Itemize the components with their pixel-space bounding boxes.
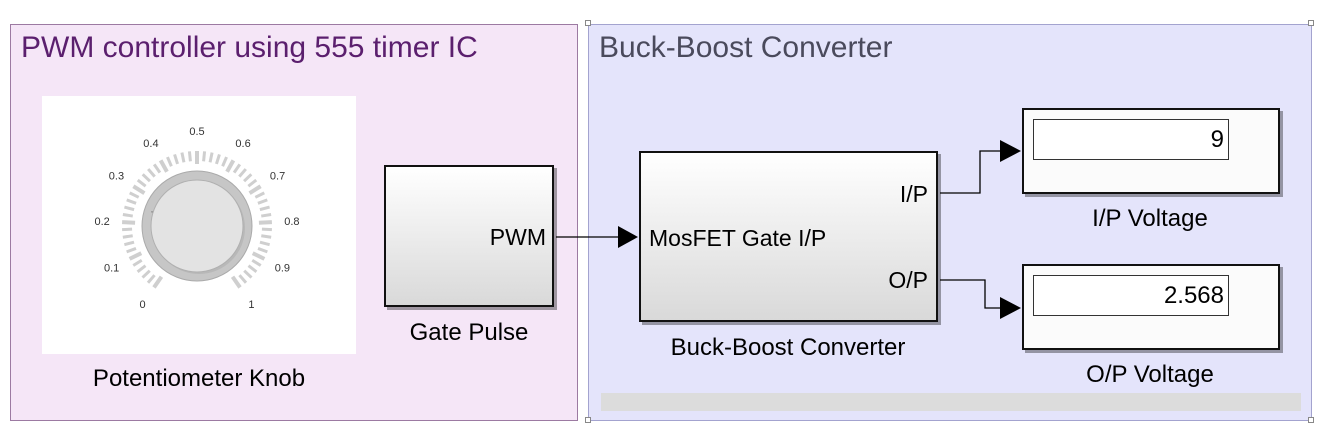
- knob-tick: [136, 264, 147, 273]
- buck-boost-converter-block[interactable]: MosFET Gate I/P I/P O/P: [639, 151, 938, 322]
- pwm-area-title: PWM controller using 555 timer IC: [21, 31, 478, 64]
- knob-tick: [208, 152, 214, 163]
- knob-tick: [126, 198, 137, 205]
- knob-tick: [251, 251, 266, 261]
- knob-tick: [180, 152, 186, 163]
- buck-area-title: Buck-Boost Converter: [599, 31, 893, 64]
- knob-tick: [136, 178, 147, 188]
- knob-tick: [173, 153, 179, 165]
- knob-tick: [254, 191, 265, 199]
- knob-tick: [259, 240, 271, 247]
- knob-tick: [187, 151, 192, 162]
- knob-tick: [158, 159, 169, 173]
- knob-tick: [258, 220, 273, 225]
- knob-tick-label: 0.9: [275, 263, 290, 275]
- op-voltage-display-block[interactable]: 2.568: [1022, 264, 1280, 350]
- knob-tick: [124, 205, 135, 212]
- knob-tick: [146, 274, 156, 284]
- resize-handle-bottom-right[interactable]: [1308, 417, 1314, 423]
- converter-port-op: O/P: [888, 267, 928, 293]
- ip-voltage-value: 9: [1033, 119, 1229, 160]
- resize-handle-top-left[interactable]: [585, 20, 591, 26]
- knob-tick-label: 0.1: [104, 263, 119, 275]
- knob-tick: [128, 251, 143, 261]
- knob-tick: [257, 198, 268, 205]
- resize-handle-top-right[interactable]: [1308, 20, 1314, 26]
- knob-tick-label: 0.8: [284, 216, 299, 228]
- knob-tick: [215, 153, 221, 165]
- knob-tick: [132, 258, 143, 267]
- knob-tick: [152, 163, 162, 174]
- horizontal-scrollbar[interactable]: [601, 393, 1301, 411]
- knob-tick-label: 0.2: [94, 216, 109, 228]
- knob-tick: [141, 173, 151, 183]
- ip-voltage-display-block[interactable]: 9: [1022, 108, 1280, 194]
- knob-tick: [122, 213, 133, 218]
- knob-cap[interactable]: [150, 179, 244, 273]
- knob-tick: [248, 184, 262, 195]
- knob-tick-label: 0.3: [109, 171, 124, 183]
- knob-tick: [129, 191, 140, 199]
- knob-tick: [230, 275, 242, 289]
- resize-handle-bottom-left[interactable]: [585, 417, 591, 423]
- knob-tick-label: 0.7: [270, 171, 285, 183]
- potentiometer-knob-panel[interactable]: 0 0.1 0.2 0.3 0.4 0.5 0.6 0.7 0.8 0.9 1: [42, 96, 356, 354]
- knob-tick: [259, 205, 270, 212]
- knob-tick: [152, 275, 164, 289]
- knob-tick: [121, 220, 136, 225]
- knob-tick-label: 0: [139, 299, 145, 311]
- converter-caption: Buck-Boost Converter: [670, 334, 906, 361]
- knob-tick: [221, 156, 228, 167]
- knob-caption: Potentiometer Knob: [92, 365, 306, 392]
- knob-tick: [232, 163, 242, 174]
- knob-tick: [257, 247, 268, 254]
- knob-tick: [126, 247, 137, 254]
- converter-port-gate-input: MosFET Gate I/P: [649, 225, 827, 251]
- knob-tick: [147, 168, 156, 178]
- gate-pulse-block[interactable]: PWM: [384, 165, 554, 307]
- knob-tick: [122, 234, 133, 239]
- gate-pulse-caption: Gate Pulse: [409, 319, 529, 346]
- knob-tick: [123, 240, 135, 247]
- knob-tick: [238, 274, 248, 284]
- converter-port-ip: I/P: [899, 181, 928, 207]
- knob-tick: [243, 269, 253, 279]
- knob-tick: [225, 159, 236, 173]
- knob-tick-label: 1: [248, 299, 254, 311]
- knob-tick: [132, 184, 146, 195]
- knob-tick-label: 0.6: [235, 138, 250, 150]
- knob-tick: [247, 178, 258, 188]
- knob-tick: [261, 213, 272, 218]
- knob-tick: [247, 264, 258, 273]
- knob-tick: [141, 269, 151, 279]
- knob-tick: [202, 151, 207, 162]
- op-voltage-value: 2.568: [1033, 275, 1229, 316]
- knob-tick: [243, 173, 253, 183]
- knob-tick-label: 0.4: [143, 138, 158, 150]
- op-voltage-caption: O/P Voltage: [1086, 361, 1214, 388]
- gate-pulse-port-pwm: PWM: [489, 224, 546, 250]
- knob-dial[interactable]: 0 0.1 0.2 0.3 0.4 0.5 0.6 0.7 0.8 0.9 1: [42, 96, 356, 354]
- knob-tick: [261, 234, 272, 239]
- knob-tick: [238, 168, 247, 178]
- knob-tick: [166, 156, 173, 167]
- ip-voltage-caption: I/P Voltage: [1092, 205, 1208, 232]
- knob-tick: [251, 258, 262, 267]
- knob-tick-label: 0.5: [189, 126, 204, 138]
